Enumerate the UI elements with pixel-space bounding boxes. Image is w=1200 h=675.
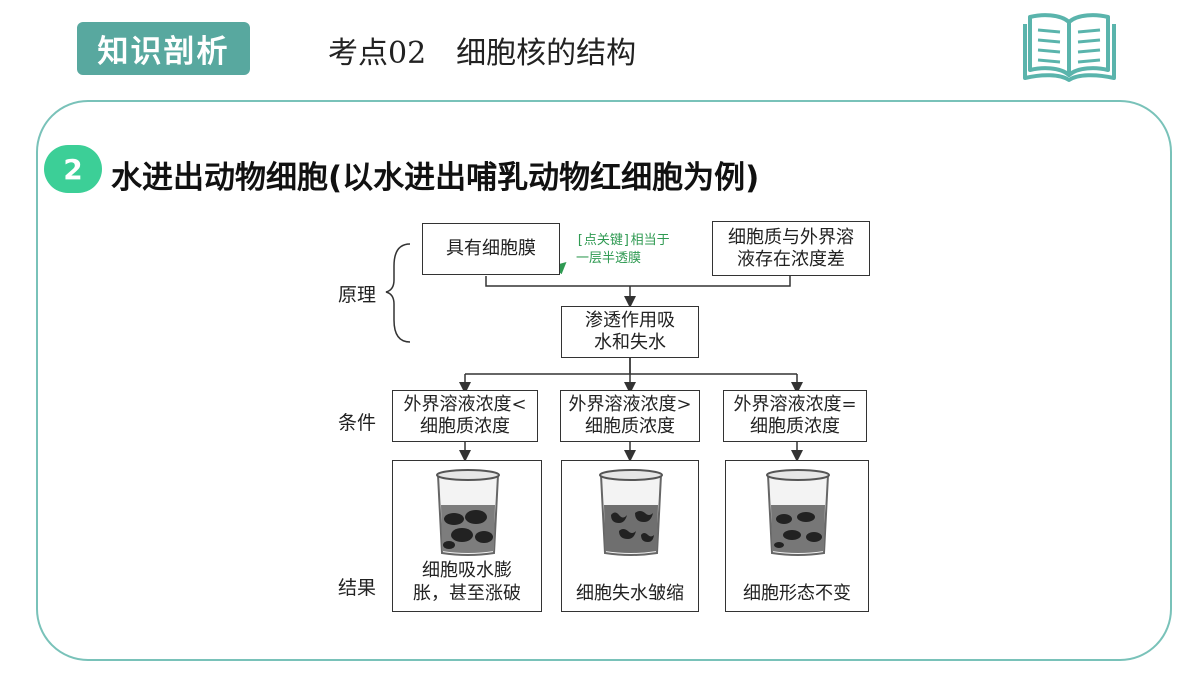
concentration-difference-box: 细胞质与外界溶液存在浓度差: [712, 221, 870, 276]
condition-box-hypotonic: 外界溶液浓度<细胞质浓度: [392, 390, 538, 442]
result-box-normal: 细胞形态不变: [725, 460, 869, 612]
result-box-swollen: 细胞吸水膨胀，甚至涨破: [392, 460, 542, 612]
row-label-result: 结果: [338, 577, 377, 599]
osmosis-box: 渗透作用吸水和失水: [561, 306, 699, 358]
section-number-badge: 2: [44, 145, 102, 193]
section-title: 水进出动物细胞(以水进出哺乳动物红细胞为例): [111, 160, 760, 196]
osmosis-flowchart: 原理 条件 结果 具有细胞膜 [点关键]相当于 一层半透膜 细胞质与外界溶液存在…: [328, 218, 888, 618]
page-title: 考点02 细胞核的结构: [328, 36, 637, 71]
condition-box-hypertonic: 外界溶液浓度>细胞质浓度: [560, 390, 700, 442]
flowchart-connectors: [385, 243, 803, 462]
section-tag: 知识剖析: [77, 22, 250, 75]
condition-box-isotonic: 外界溶液浓度=细胞质浓度: [723, 390, 867, 442]
beaker-normal-cells-icon: [766, 469, 830, 556]
result-box-shrunken: 细胞失水皱缩: [561, 460, 699, 612]
row-label-principle: 原理: [338, 284, 377, 306]
beaker-swollen-cells-icon: [436, 469, 500, 556]
row-label-condition: 条件: [338, 412, 377, 434]
key-point-note: [点关键]相当于 一层半透膜: [576, 233, 670, 266]
cell-membrane-box: 具有细胞膜: [422, 223, 560, 275]
open-book-icon: [1023, 13, 1116, 82]
beaker-shrunken-cells-icon: [599, 469, 663, 556]
